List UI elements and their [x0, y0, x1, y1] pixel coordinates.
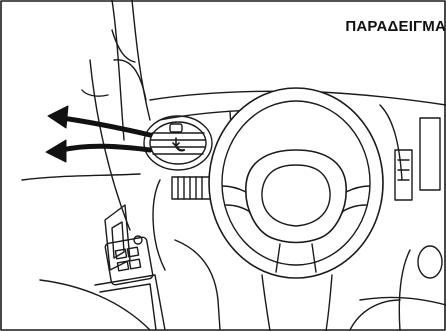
a-pillar	[22, 0, 150, 230]
steering-wheel-icon	[209, 88, 383, 278]
side-air-vent-icon	[144, 116, 212, 170]
door-panel	[40, 205, 165, 330]
example-label: ΠΑΡΑΔΕΙΓΜΑ	[345, 18, 446, 35]
lower-vent	[172, 177, 212, 199]
